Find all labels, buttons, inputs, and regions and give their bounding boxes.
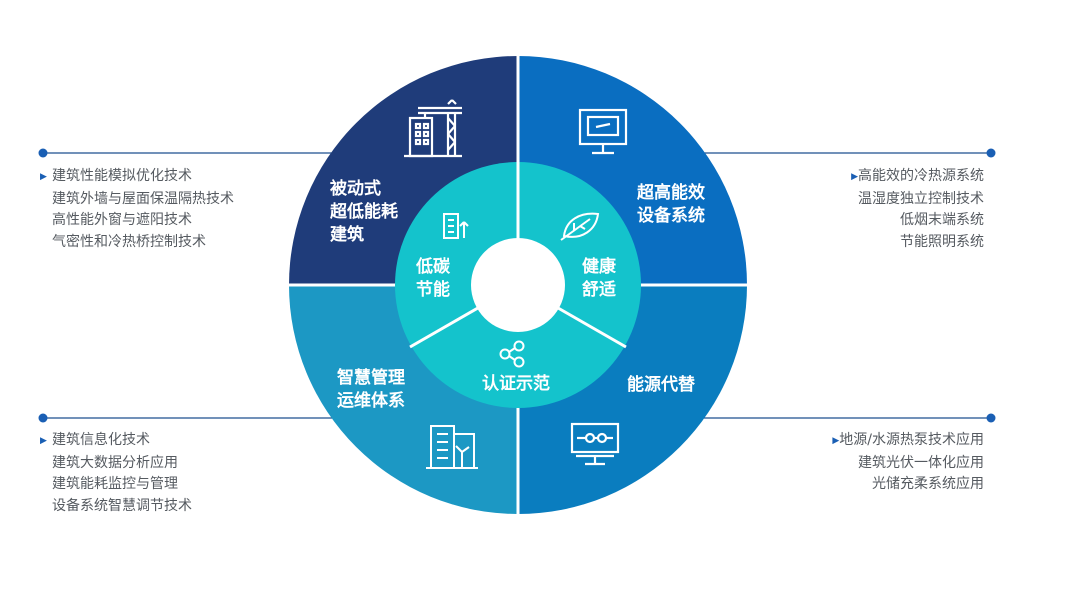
- label-top-left-2: 超低能耗: [330, 201, 398, 222]
- share-nodes-icon: [499, 340, 525, 368]
- list-item: 温湿度独立控制技术: [858, 190, 984, 207]
- dot-top-left: [38, 148, 48, 158]
- connector-lines: [43, 152, 991, 419]
- list-item: 光储充柔系统应用: [872, 476, 984, 492]
- list-item: 建筑能耗监控与管理: [52, 476, 178, 492]
- dot-top-right: [986, 148, 996, 158]
- label-top-right-1: 超高能效: [637, 182, 705, 203]
- bullet-triangle-icon: ▶: [832, 436, 840, 446]
- list-bottom-left: ▶建筑信息化技术 建筑大数据分析应用 建筑能耗监控与管理 设备系统智慧调节技术: [40, 430, 192, 517]
- label-inner-right-1: 健康: [582, 256, 617, 277]
- leaf-icon: [560, 212, 600, 241]
- label-top-left-3: 建筑: [330, 224, 364, 245]
- label-bottom-left-1: 智慧管理: [337, 367, 405, 388]
- label-bottom-left-2: 运维体系: [337, 390, 405, 411]
- dot-bottom-left: [38, 413, 48, 423]
- label-top-right-2: 设备系统: [637, 205, 705, 226]
- list-item: 节能照明系统: [900, 233, 984, 250]
- list-item: ▶建筑性能模拟优化技术: [40, 166, 234, 189]
- list-item: 设备系统智慧调节技术: [52, 497, 192, 514]
- list-item: ▶建筑信息化技术: [40, 430, 192, 453]
- list-item: 低烟末端系统: [900, 212, 984, 228]
- label-inner-left-2: 节能: [416, 279, 450, 300]
- screen-circuit-icon: [570, 422, 620, 466]
- building-crane-icon: [404, 99, 462, 158]
- label-top-left-1: 被动式: [330, 178, 381, 199]
- building-wind-turbine-icon: [426, 425, 478, 469]
- list-bottom-right: ▶地源/水源热泵技术应用 建筑光伏一体化应用 光储充柔系统应用: [827, 430, 984, 496]
- building-up-arrow-icon: [443, 213, 469, 239]
- label-inner-right-2: 舒适: [582, 279, 616, 300]
- list-item: 高性能外窗与遮阳技术: [52, 212, 192, 228]
- center-hole: [471, 238, 565, 332]
- list-item: 建筑大数据分析应用: [52, 454, 178, 471]
- bullet-triangle-icon: ▶: [40, 172, 47, 182]
- label-bottom-right-1: 能源代替: [627, 374, 696, 395]
- bullet-triangle-icon: ▶: [40, 436, 47, 446]
- connector-dots: [38, 148, 996, 423]
- label-inner-left-1: 低碳: [415, 256, 451, 277]
- list-item: ▶高能效的冷热源系统: [846, 166, 984, 189]
- monitor-icon: [578, 108, 628, 155]
- label-inner-bottom: 认证示范: [482, 373, 550, 394]
- list-item: ▶地源/水源热泵技术应用: [827, 430, 984, 453]
- list-item: 气密性和冷热桥控制技术: [52, 233, 206, 250]
- bullet-triangle-icon: ▶: [851, 172, 858, 182]
- list-item: 建筑外墙与屋面保温隔热技术: [52, 190, 234, 207]
- list-top-right: ▶高能效的冷热源系统 温湿度独立控制技术 低烟末端系统 节能照明系统: [846, 166, 984, 253]
- list-item: 建筑光伏一体化应用: [858, 454, 984, 471]
- list-top-left: ▶建筑性能模拟优化技术 建筑外墙与屋面保温隔热技术 高性能外窗与遮阳技术 气密性…: [40, 166, 234, 253]
- dot-bottom-right: [986, 413, 996, 423]
